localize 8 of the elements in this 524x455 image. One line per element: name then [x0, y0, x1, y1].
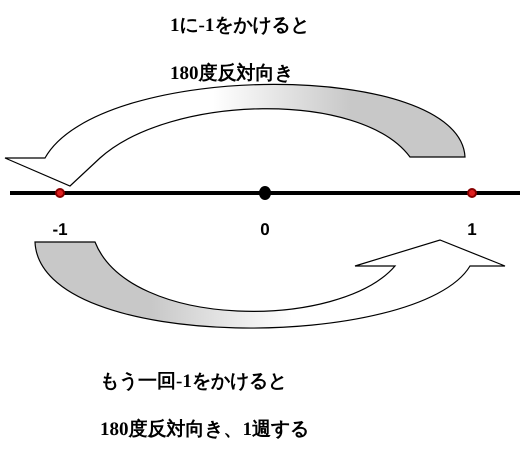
caption-text: 1に-1をかけると	[170, 14, 310, 38]
tick-label: 1	[467, 220, 477, 240]
tick-label: -1	[52, 220, 68, 240]
tick-label: 0	[260, 220, 270, 240]
caption-text: もう一回-1をかけると	[100, 370, 287, 394]
curved-arrow	[34, 239, 506, 328]
caption-text: 180度反対向き、1週する	[100, 418, 309, 442]
caption-text: 180度反対向き	[170, 62, 294, 86]
